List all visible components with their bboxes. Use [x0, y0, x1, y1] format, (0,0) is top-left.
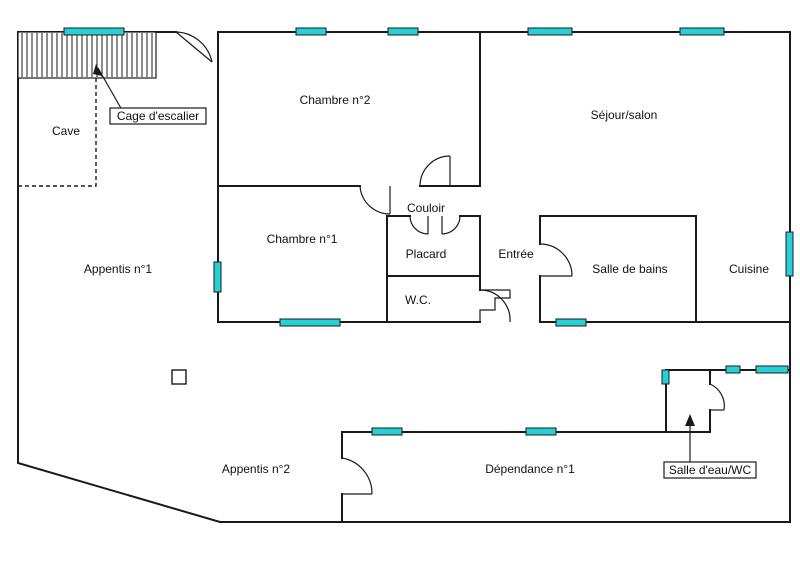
window — [371, 427, 403, 436]
room-label-dependance1: Dépendance n°1 — [485, 462, 575, 476]
window — [555, 318, 587, 327]
callout-label-salle-eau: Salle d'eau/WC — [669, 463, 752, 477]
window — [279, 318, 341, 327]
stair-hatch — [17, 31, 157, 79]
window — [213, 261, 222, 293]
window — [755, 365, 789, 374]
room-label-salle-de-bains: Salle de bains — [592, 262, 667, 276]
house-walls — [217, 31, 791, 323]
room-labels: Chambre n°2 Séjour/salon Cave Couloir Ch… — [52, 93, 769, 476]
windows — [63, 27, 794, 436]
window — [63, 27, 125, 36]
room-label-chambre1: Chambre n°1 — [267, 232, 338, 246]
pillar — [171, 369, 187, 385]
entry-door — [175, 31, 213, 63]
window — [679, 27, 725, 36]
room-label-couloir: Couloir — [407, 201, 445, 215]
window — [661, 369, 670, 385]
window — [387, 27, 419, 36]
window — [527, 27, 573, 36]
callout-label-cage-escalier: Cage d'escalier — [117, 109, 199, 123]
room-label-cave: Cave — [52, 124, 80, 138]
callout-cage-escalier: Cage d'escalier — [93, 64, 207, 125]
room-label-wc: W.C. — [405, 293, 431, 307]
room-label-cuisine: Cuisine — [729, 262, 769, 276]
room-label-entree: Entrée — [498, 247, 534, 261]
window — [725, 365, 741, 374]
window — [295, 27, 327, 36]
room-label-appentis2: Appentis n°2 — [222, 462, 291, 476]
window — [525, 427, 557, 436]
cave-outline — [18, 78, 97, 187]
room-label-placard: Placard — [406, 247, 447, 261]
dependance-walls — [341, 369, 791, 523]
room-label-sejour: Séjour/salon — [591, 108, 658, 122]
room-label-chambre2: Chambre n°2 — [300, 93, 371, 107]
room-label-appentis1: Appentis n°1 — [84, 262, 153, 276]
callout-salle-eau: Salle d'eau/WC — [663, 414, 757, 479]
window — [785, 231, 794, 277]
